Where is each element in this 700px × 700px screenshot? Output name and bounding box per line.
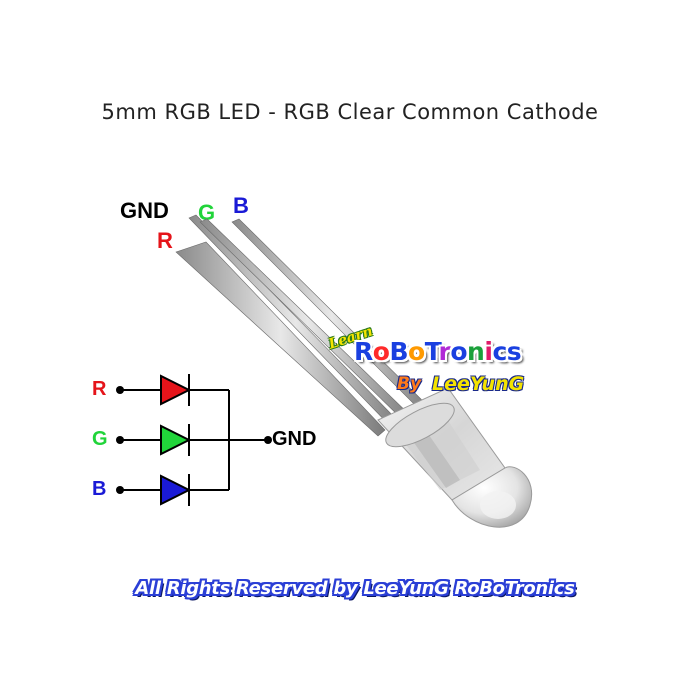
schematic-node-gnd (264, 436, 272, 444)
pin-label-g: G (198, 200, 216, 225)
diode-blue (160, 474, 192, 506)
logo-letter: c (492, 337, 507, 366)
logo-letter: T (424, 337, 439, 366)
led-legs (175, 214, 433, 437)
pin-label-gnd: GND (120, 198, 169, 223)
diode-green (160, 424, 192, 456)
logo-author-text: LeeYunG (432, 373, 525, 395)
copyright-footer: All Rights Reserved by LeeYunG RoBoTroni… (135, 578, 575, 599)
pin-label-r: R (157, 228, 173, 253)
schematic-label-b: B (92, 478, 107, 500)
schematic-label-gnd: GND (272, 428, 317, 450)
pin-label-b: B (233, 193, 249, 218)
logo-letter: R (354, 337, 373, 366)
logo-letter: s (506, 337, 522, 366)
logo-letter: o (372, 337, 390, 366)
diode-red (160, 374, 192, 406)
logo-by-text: By (397, 374, 422, 394)
logo-letter: i (484, 337, 493, 366)
schematic (116, 374, 272, 506)
logo-letter: o (450, 337, 468, 366)
logo-letter: r (438, 337, 451, 366)
logo-letter: n (467, 337, 485, 366)
schematic-label-r: R (92, 378, 107, 400)
page-title: 5mm RGB LED - RGB Clear Common Cathode (101, 100, 599, 124)
led-body (377, 387, 533, 528)
schematic-label-g: G (92, 428, 108, 450)
logo-letter: o (408, 337, 425, 366)
logo-letter: B (389, 337, 409, 366)
logo-brand: RoBoTronics (354, 337, 522, 366)
